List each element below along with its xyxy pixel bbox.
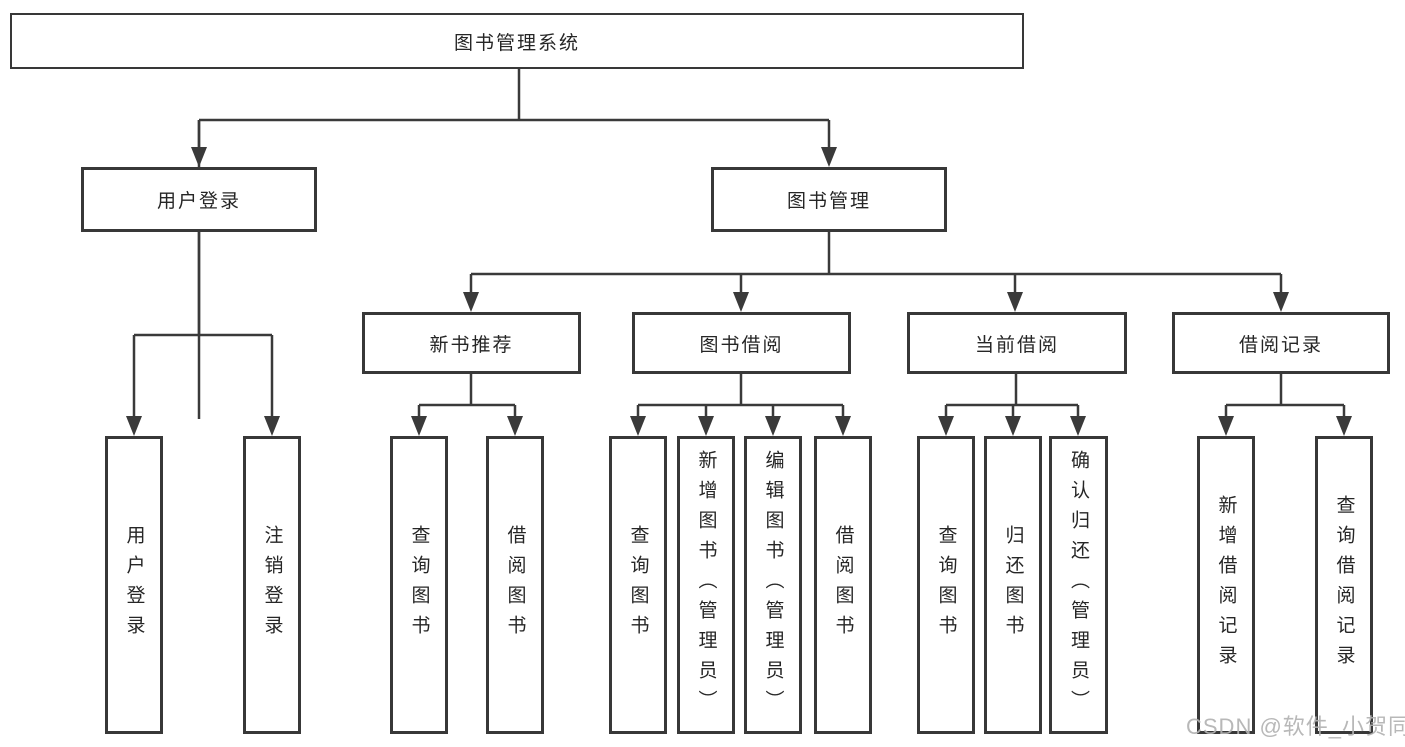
node-user-login: 用户登录 (81, 167, 317, 232)
node-leaf-query-borrow-record: 查询借阅记录 (1315, 436, 1373, 734)
node-new-book-recommend: 新书推荐 (362, 312, 581, 374)
node-leaf-add-book-admin: 新增图书（管理员） (677, 436, 735, 734)
node-leaf-query-book-3: 查询图书 (917, 436, 975, 734)
node-leaf-query-book-2: 查询图书 (609, 436, 667, 734)
node-borrowing-records: 借阅记录 (1172, 312, 1390, 374)
node-book-borrowing: 图书借阅 (632, 312, 851, 374)
node-leaf-confirm-return-admin: 确认归还（管理员） (1049, 436, 1108, 734)
node-leaf-borrow-book-1: 借阅图书 (486, 436, 544, 734)
node-book-management: 图书管理 (711, 167, 947, 232)
node-leaf-query-book-1: 查询图书 (390, 436, 448, 734)
node-library-system: 图书管理系统 (10, 13, 1024, 69)
node-leaf-edit-book-admin: 编辑图书（管理员） (744, 436, 802, 734)
node-leaf-borrow-book-2: 借阅图书 (814, 436, 872, 734)
node-leaf-logout: 注销登录 (243, 436, 301, 734)
watermark: CSDN @软件_小贺同学 (1186, 714, 1405, 739)
node-leaf-add-borrow-record: 新增借阅记录 (1197, 436, 1255, 734)
node-leaf-return-book: 归还图书 (984, 436, 1042, 734)
node-leaf-user-login: 用户登录 (105, 436, 163, 734)
node-current-borrowing: 当前借阅 (907, 312, 1127, 374)
